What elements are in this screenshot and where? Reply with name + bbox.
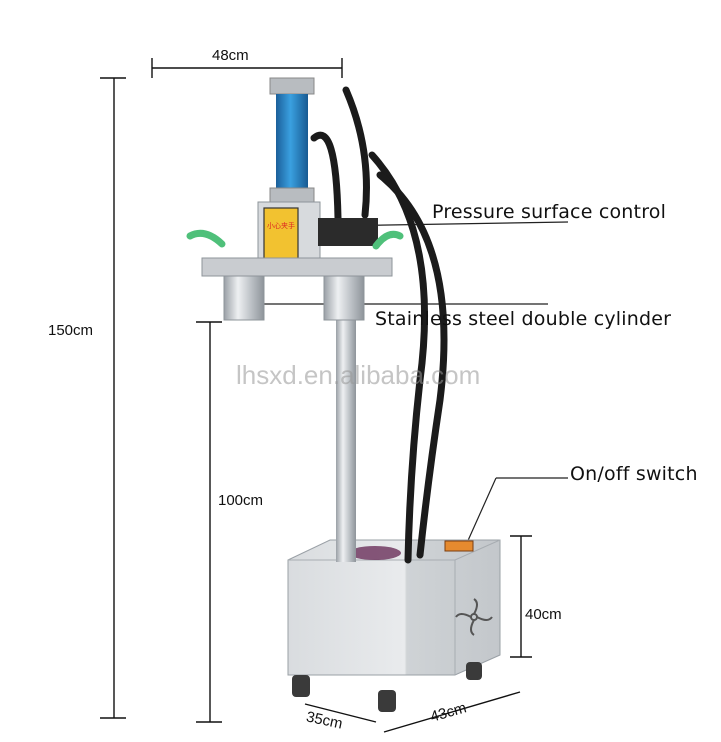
- handles: [186, 229, 404, 250]
- cylinder-left: [223, 275, 265, 321]
- cylinder-right: [323, 275, 365, 321]
- height-base-label: 40cm: [525, 606, 562, 623]
- hydraulic-hoses: [310, 86, 448, 564]
- blue-cylinder: [269, 77, 315, 203]
- mounting-plate: [201, 257, 393, 277]
- height-total-label: 150cm: [48, 322, 94, 339]
- double-cylinder-callout: Stainless steel double cylinder: [375, 308, 672, 330]
- base-box: [287, 539, 501, 712]
- pressure-control-callout: Pressure surface control: [432, 201, 667, 223]
- height-column-label: 100cm: [218, 492, 264, 509]
- width-top-label: 48cm: [212, 47, 249, 64]
- fan-icon: [455, 598, 493, 636]
- switch-callout: On/off switch: [570, 463, 698, 485]
- warning-label: 小心夹手: [267, 221, 295, 230]
- watermark-text: lhsxd.en.alibaba.com: [236, 360, 481, 390]
- dimension-lines: [100, 58, 532, 733]
- support-column: [336, 300, 356, 562]
